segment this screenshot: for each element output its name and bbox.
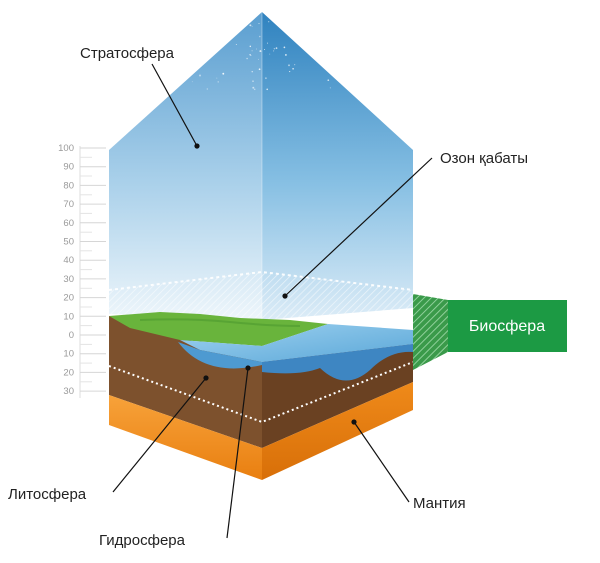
atmosphere-right-face (262, 12, 413, 320)
scale-tick-label: 20 (63, 367, 74, 378)
sky-specks (191, 21, 331, 91)
scale-tick-label: 30 (63, 386, 74, 397)
scale-tick-label: 60 (63, 218, 74, 229)
lake-basin-left (178, 342, 262, 369)
land-surface (109, 312, 328, 346)
scale-tick-label: 0 (69, 330, 74, 341)
soil-left-face (109, 316, 262, 448)
atmosphere-left-face (109, 12, 262, 320)
biosphere-indicator: Биосфера (413, 294, 567, 370)
ozone-layer (109, 272, 413, 322)
hydrosphere-label: Гидросфера (99, 532, 186, 549)
scale-tick-label: 10 (63, 311, 74, 322)
scale-tick-label: 20 (63, 293, 74, 304)
scale-tick-label: 40 (63, 255, 74, 266)
scale-tick-label: 30 (63, 274, 74, 285)
atmosphere-prism (108, 12, 414, 322)
scale-tick-label: 100 (58, 143, 74, 154)
leader-lines (112, 63, 433, 539)
lithosphere-label: Литосфера (8, 486, 87, 503)
water-surface (180, 324, 413, 362)
mantle-right-face (262, 382, 413, 480)
scale-tick-label: 10 (63, 349, 74, 360)
ozone-layer-label: Озон қабаты (440, 150, 528, 167)
biosphere-hatch-wedge (413, 294, 448, 370)
lake-basin-right (262, 344, 413, 381)
crust-block (108, 312, 414, 448)
biosphere-label: Биосфера (469, 318, 545, 335)
scale-tick-label: 90 (63, 162, 74, 173)
scale-tick-label: 50 (63, 237, 74, 248)
mantle-block (109, 382, 413, 480)
scale-tick-label: 80 (63, 180, 74, 191)
stratosphere-label: Стратосфера (80, 45, 175, 62)
biosphere-box (448, 300, 567, 352)
scale-tick-label: 70 (63, 199, 74, 210)
mantle-left-face (109, 395, 262, 480)
mantle-label: Мантия (413, 495, 466, 512)
